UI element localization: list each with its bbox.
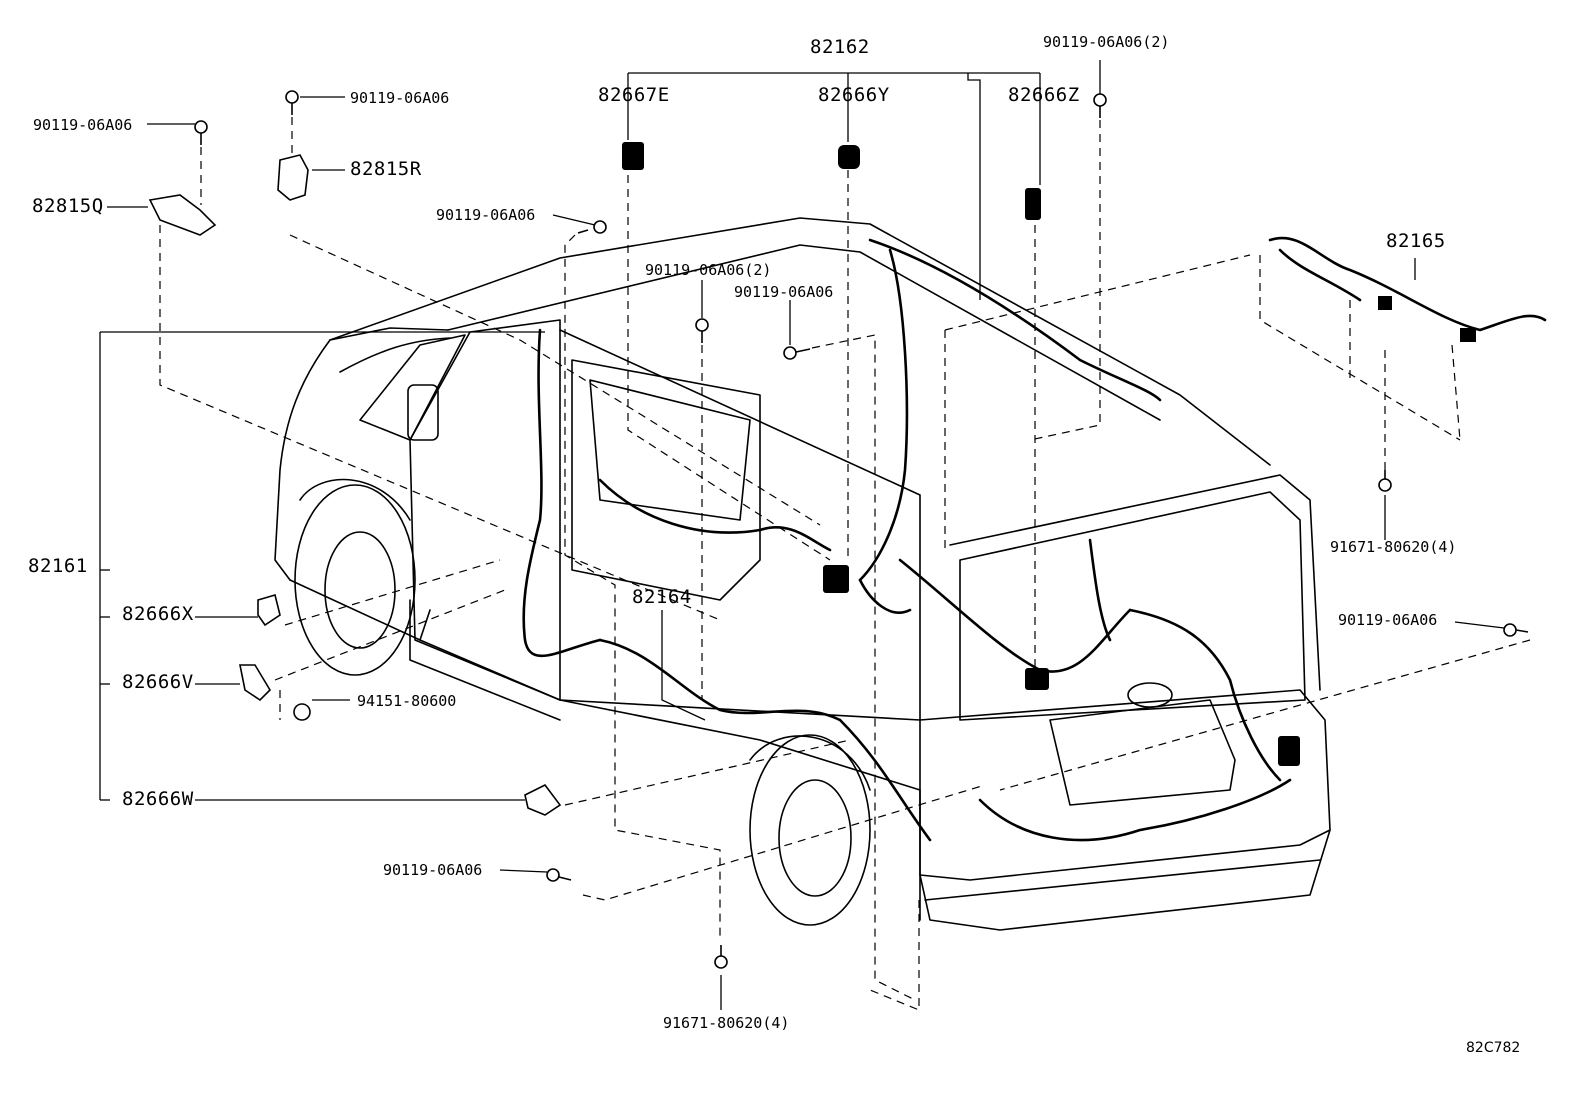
connectors — [622, 142, 1476, 766]
dashed-projections — [159, 117, 1531, 1011]
label-82666W: 82666W — [122, 788, 194, 810]
label-bolt-mid-3: 90119-06A06 — [734, 283, 834, 301]
sensor-82666X — [257, 593, 281, 627]
label-bolt-top-left: 90119-06A06 — [350, 89, 450, 107]
connector-82666Y — [838, 145, 860, 169]
label-82667E: 82667E — [598, 84, 670, 106]
label-bolt-left: 90119-06A06 — [33, 116, 133, 134]
wiring-harness — [522, 236, 1547, 842]
bracket-82815R — [277, 154, 309, 201]
rear-wheel — [749, 734, 871, 926]
diagram-code: 82C782 — [1466, 1040, 1521, 1056]
brackets — [148, 154, 562, 816]
roof-outline — [329, 217, 1271, 466]
label-bolt-right: 90119-06A06 — [1338, 611, 1438, 629]
label-screw-bottom: 91671-80620(4) — [663, 1014, 790, 1032]
license-plate-recess — [1049, 699, 1236, 806]
rear-window — [959, 491, 1306, 721]
label-screw-right: 91671-80620(4) — [1330, 538, 1457, 556]
bracket-82815Q — [148, 194, 217, 236]
clip-94151 — [293, 703, 311, 721]
sliding-window — [571, 359, 761, 601]
front-wheel — [294, 484, 416, 676]
label-82165: 82165 — [1386, 230, 1446, 252]
label-bolt-mid-2: 90119-06A06(2) — [645, 261, 772, 279]
label-82666V: 82666V — [122, 671, 194, 693]
label-82666X: 82666X — [122, 603, 194, 625]
connector-82667E — [622, 142, 644, 170]
sensor-82666V — [239, 664, 272, 702]
label-bolt-mid-1: 90119-06A06 — [436, 206, 536, 224]
label-82162: 82162 — [810, 36, 870, 58]
connector-82666Z — [1025, 188, 1041, 220]
label-bolt-top-right: 90119-06A06(2) — [1043, 33, 1170, 51]
label-82815Q: 82815Q — [32, 195, 104, 217]
windshield — [359, 334, 466, 441]
label-82666Z: 82666Z — [1008, 84, 1080, 106]
label-bolt-bottom: 90119-06A06 — [383, 861, 483, 879]
rear-hatch — [919, 689, 1331, 881]
leader-lines — [99, 60, 1505, 1010]
sensor-82666W — [524, 783, 562, 816]
label-clip-94151: 94151-80600 — [357, 692, 457, 710]
bolts — [194, 90, 1529, 969]
side-mirror — [407, 384, 439, 441]
label-82666Y: 82666Y — [818, 84, 890, 106]
harness-82165 — [1268, 236, 1547, 332]
label-82164: 82164 — [632, 586, 692, 608]
emblem — [1127, 682, 1173, 708]
label-82161: 82161 — [28, 555, 88, 577]
label-82815R: 82815R — [350, 158, 422, 180]
